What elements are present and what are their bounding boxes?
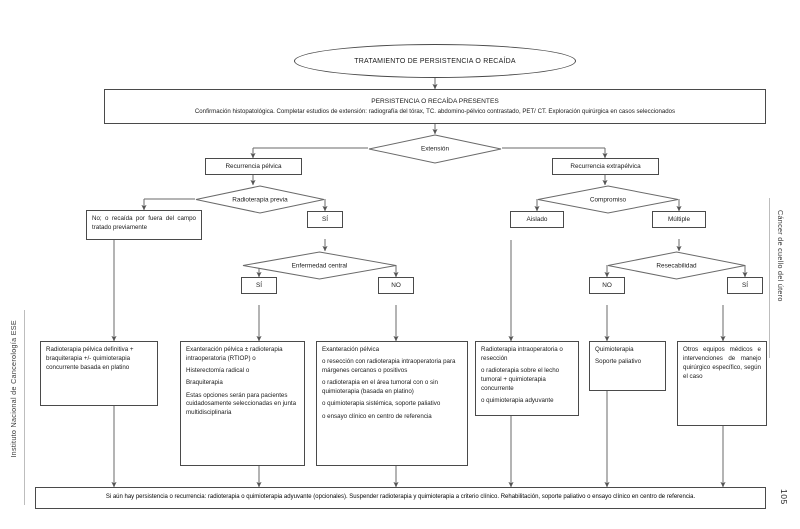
right-margin-rule: [769, 198, 770, 358]
branch-si-radioterapia: SÍ: [307, 211, 343, 228]
decision-radioterapia-previa: Radioterapia previa: [195, 185, 325, 214]
decision-compromiso-label: Compromiso: [589, 196, 627, 203]
branch-no-resecabilidad: NO: [589, 277, 625, 294]
treatment-line: Otros equipos médicos e intervenciones d…: [683, 346, 761, 380]
decision-radioterapia-previa-label: Radioterapia previa: [232, 196, 288, 203]
header-title: PERSISTENCIA O RECAÍDA PRESENTES: [371, 97, 499, 105]
treatment-1-lines: Radioterapia pélvica definitiva + braqui…: [46, 346, 152, 373]
treatment-box-2: Exanteración pélvica ± radioterapia intr…: [180, 341, 305, 466]
branch-multiple: Múltiple: [652, 211, 706, 228]
branch-si-enfermedad-central: SÍ: [241, 277, 277, 294]
branch-no-enfermedad-central: NO: [378, 277, 414, 294]
left-margin-rule: [24, 310, 25, 505]
treatment-2-lines: Exanteración pélvica ± radioterapia intr…: [186, 346, 299, 418]
treatment-line: o quimioterapia sistémica, soporte palia…: [322, 400, 441, 408]
treatment-line: o quimioterapia adyuvante: [481, 397, 554, 405]
branch-no-o-recaida: No; o recaída por fuera del campo tratad…: [86, 210, 202, 240]
header-subtitle: Confirmación histopatológica. Completar …: [194, 107, 676, 115]
flowchart-title-ellipse: TRATAMIENTO DE PERSISTENCIA O RECAÍDA: [294, 44, 576, 78]
treatment-line: Quimioterapia: [595, 346, 634, 353]
header-banner: PERSISTENCIA O RECAÍDA PRESENTES Confirm…: [104, 89, 766, 124]
treatment-3-lines: Exanteración pélvica o resección con radi…: [322, 346, 462, 422]
decision-extension-label: Extensión: [420, 145, 450, 153]
treatment-line: Braquiterapia: [186, 379, 223, 387]
treatment-line: o resección con radioterapia intraoperat…: [322, 358, 456, 375]
branch-si-resecabilidad: SÍ: [727, 277, 763, 294]
right-running-head: Cáncer de cuello del útero: [776, 210, 785, 302]
treatment-line: Exanteración pélvica ± radioterapia intr…: [186, 346, 283, 362]
left-running-head: Instituto Nacional de Cancerología ESE: [9, 320, 18, 458]
decision-enfermedad-central-label: Enfermedad central: [291, 262, 348, 269]
decision-resecabilidad: Resecabilidad: [607, 251, 746, 280]
treatment-box-1: Radioterapia pélvica definitiva + braqui…: [40, 341, 158, 406]
branch-no-o-recaida-label: No; o recaída por fuera del campo tratad…: [92, 215, 196, 231]
treatment-4-lines: Radioterapia intraoperatoria o resección…: [481, 346, 573, 406]
treatment-line: Radioterapia pélvica definitiva + braqui…: [46, 346, 134, 371]
treatment-line: Exanteración pélvica: [322, 346, 380, 353]
treatment-line: o radioterapia sobre el lecho tumoral + …: [481, 367, 560, 393]
decision-compromiso: Compromiso: [537, 185, 679, 214]
branch-aislado: Aislado: [510, 211, 564, 228]
treatment-line: Soporte paliativo: [595, 358, 642, 366]
treatment-line: Estas opciones serán para pacientes cuid…: [186, 391, 297, 417]
branch-aislado-label: Aislado: [526, 216, 548, 223]
branch-si-enfermedad-central-label: SÍ: [255, 282, 263, 289]
footer-banner: Si aún hay persistencia o recurrencia: r…: [35, 487, 766, 509]
branch-si-radioterapia-label: SÍ: [321, 216, 329, 223]
branch-recurrencia-extrapelvica: Recurrencia extrapélvica: [552, 158, 659, 175]
treatment-line: o ensayo clínico en centro de referencia: [322, 412, 432, 420]
branch-recurrencia-pelvica: Recurrencia pélvica: [205, 158, 302, 175]
branch-recurrencia-extrapelvica-label: Recurrencia extrapélvica: [570, 163, 641, 170]
decision-extension: Extensión: [368, 134, 502, 164]
branch-si-resecabilidad-label: SÍ: [741, 282, 749, 289]
treatment-box-3: Exanteración pélvica o resección con radi…: [316, 341, 468, 466]
branch-no-resecabilidad-label: NO: [602, 282, 612, 289]
treatment-box-4: Radioterapia intraoperatoria o resección…: [475, 341, 579, 416]
branch-multiple-label: Múltiple: [667, 216, 691, 223]
page-number: 105: [779, 489, 789, 505]
flowchart-title-text: TRATAMIENTO DE PERSISTENCIA O RECAÍDA: [354, 57, 516, 65]
decision-resecabilidad-label: Resecabilidad: [656, 262, 697, 269]
treatment-line: Radioterapia intraoperatoria o resección: [481, 346, 563, 362]
treatment-6-lines: Otros equipos médicos e intervenciones d…: [683, 346, 761, 382]
branch-no-enfermedad-central-label: NO: [391, 282, 401, 289]
treatment-line: Histerectomía radical o: [186, 367, 250, 375]
treatment-line: o radioterapia en el área tumoral con o …: [322, 379, 438, 396]
branch-recurrencia-pelvica-label: Recurrencia pélvica: [225, 163, 282, 170]
footer-text: Si aún hay persistencia o recurrencia: r…: [105, 494, 696, 501]
treatment-box-6: Otros equipos médicos e intervenciones d…: [677, 341, 767, 426]
decision-enfermedad-central: Enfermedad central: [242, 251, 397, 280]
